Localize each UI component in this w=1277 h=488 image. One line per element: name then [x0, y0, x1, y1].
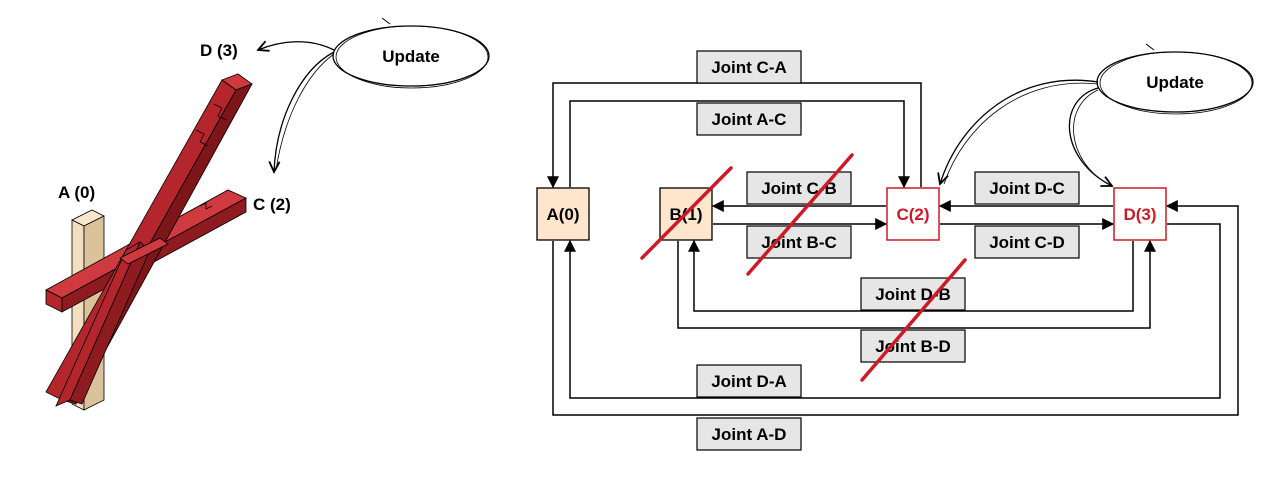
joint-labels: Joint C-A Joint A-C Joint C-B Joint B-C …	[696, 50, 1080, 451]
joint-ad: Joint A-D	[696, 417, 802, 451]
joint-cb: Joint C-B	[746, 171, 852, 205]
update-label-right: Update	[1146, 73, 1204, 92]
svg-text:A(0): A(0)	[546, 205, 579, 224]
svg-text:D(3): D(3)	[1123, 205, 1156, 224]
assembly-illustration: A (0) C (2) D (3) Update	[45, 17, 490, 411]
svg-text:Joint A-D: Joint A-D	[712, 425, 787, 444]
svg-text:Joint D-C: Joint D-C	[989, 179, 1065, 198]
update-bubble-left: Update	[258, 17, 490, 172]
label-c: C (2)	[253, 195, 291, 214]
joint-bc: Joint B-C	[746, 225, 852, 259]
joint-ca: Joint C-A	[696, 50, 802, 84]
joint-da: Joint D-A	[696, 364, 802, 398]
strike-joints-bd	[860, 258, 967, 382]
joint-ac: Joint A-C	[696, 102, 802, 136]
label-d: D (3)	[200, 41, 238, 60]
svg-text:Joint C-B: Joint C-B	[761, 179, 837, 198]
edge-a-d	[552, 200, 1239, 416]
svg-text:Joint B-C: Joint B-C	[761, 233, 837, 252]
strike-joints-bc	[746, 153, 854, 276]
joint-dc: Joint D-C	[974, 171, 1080, 205]
update-bubble-right: Update	[940, 43, 1254, 186]
strike-node-b	[640, 166, 733, 260]
node-a: A(0)	[536, 187, 590, 241]
update-label-left: Update	[382, 47, 440, 66]
graph-nodes: A(0) B(1) C(2) D(3)	[536, 187, 1167, 241]
svg-text:Joint D-A: Joint D-A	[711, 372, 787, 391]
edge-d-b	[688, 239, 1134, 312]
node-c: C(2)	[886, 187, 940, 241]
member-b	[55, 237, 169, 407]
joint-cd: Joint C-D	[974, 225, 1080, 259]
svg-text:Joint C-D: Joint C-D	[989, 233, 1065, 252]
edge-a-c	[569, 100, 910, 189]
svg-text:Joint A-C: Joint A-C	[712, 110, 787, 129]
edge-d-a	[564, 223, 1221, 399]
svg-text:C(2): C(2)	[896, 205, 929, 224]
joint-bd: Joint B-D	[860, 329, 966, 363]
edge-b-d	[677, 239, 1156, 329]
svg-text:Joint C-A: Joint C-A	[711, 58, 787, 77]
label-a: A (0)	[58, 183, 95, 202]
joint-db: Joint D-B	[860, 277, 966, 311]
joint-graph	[547, 82, 1239, 416]
node-d: D(3)	[1113, 187, 1167, 241]
strike-marks	[640, 153, 967, 382]
